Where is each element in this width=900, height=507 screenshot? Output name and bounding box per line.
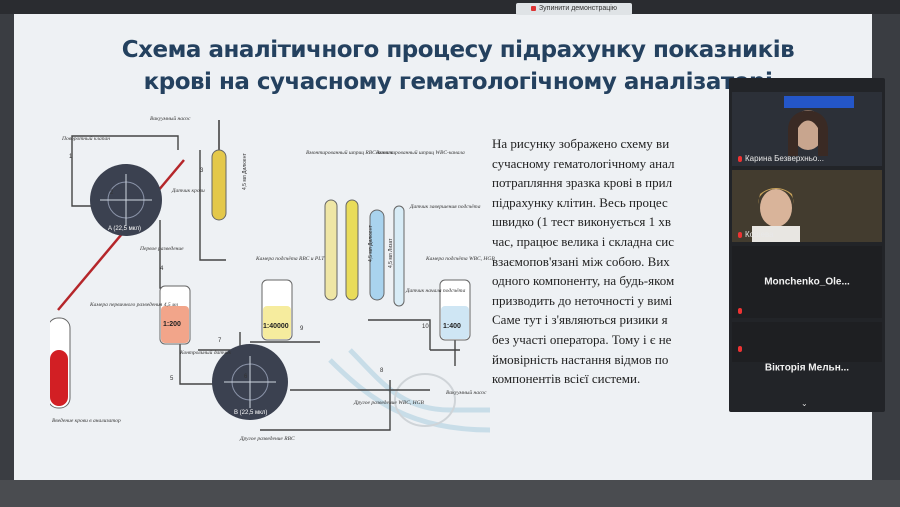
paragraph-line: одного компоненту, на будь-яком xyxy=(492,273,675,289)
label-n1: 1 xyxy=(69,154,73,160)
label-n3: 3 xyxy=(200,168,204,174)
stop-sharing-button[interactable]: Зупинити демонстрацію xyxy=(516,3,632,15)
label-wbc-dispenser: Вмонтированный шприц WBC-канала xyxy=(376,149,465,156)
label-rbc-dispenser: Вмонтированный шприц RBC-канала xyxy=(306,149,394,156)
label-valve-b: B (22,5 мкл) xyxy=(234,410,267,416)
label-ratio-1: 1:200 xyxy=(163,321,181,328)
slide-title-line2: крові на сучасному гематологічному аналі… xyxy=(143,69,773,95)
slide-title: Схема аналітичного процесу підрахунку по… xyxy=(78,34,838,98)
label-blood-input: Введение крови в анализатор xyxy=(52,417,121,424)
label-syringe-2: 4,5 мл Дилюент xyxy=(368,225,374,262)
monitor-bezel-bottom xyxy=(0,480,900,507)
stop-icon xyxy=(530,5,536,11)
label-n8: 8 xyxy=(380,368,384,374)
participant-mic xyxy=(738,344,745,353)
chevron-down-icon[interactable]: ⌄ xyxy=(801,399,808,408)
participant-tile[interactable]: Кошева xyxy=(732,170,882,242)
label-n6: 6 xyxy=(244,374,248,380)
monitor-bezel-top xyxy=(0,0,900,14)
label-ratio-2: 1:40000 xyxy=(263,323,289,330)
label-syringe-3: 4,5 мл Лизат xyxy=(388,238,394,268)
participant-tile[interactable]: Monchenko_Ole... xyxy=(732,246,882,318)
label-rbc-sensor: Датчик завершения подсчёта xyxy=(409,203,481,210)
label-control-sensor: Контрольный датчик xyxy=(179,349,232,356)
participant-name: Monchenko_Ole... xyxy=(764,276,850,288)
participant-name: Карина Безверхньо... xyxy=(738,154,824,163)
paragraph-line: Саме тут і з'являються ризики я xyxy=(492,312,668,328)
label-vacuum-pump: Вакуумный насос xyxy=(150,115,191,122)
participant-mic xyxy=(738,306,745,315)
paragraph-line: взаємопов'язані між собою. Вих xyxy=(492,253,670,269)
participant-tile[interactable]: Вікторія Мельн... xyxy=(732,344,882,394)
label-n10: 10 xyxy=(422,324,429,330)
participant-tile[interactable] xyxy=(732,322,882,362)
label-wbc-chamber: Камера подсчёта WBC, HGB xyxy=(425,255,495,262)
paragraph-line: підрахунку клітин. Весь процес xyxy=(492,194,668,210)
paragraph-line: компонентів всієї системи. xyxy=(492,371,641,387)
label-n5: 5 xyxy=(170,376,174,382)
label-rotary-valve: Поворотный клапан xyxy=(61,135,110,142)
participant-video xyxy=(732,170,882,242)
label-first-dilution: Первое разведение xyxy=(139,245,184,252)
label-n7: 7 xyxy=(218,338,222,344)
mic-muted-icon xyxy=(738,231,742,238)
mic-muted-icon xyxy=(738,345,742,352)
label-rbc-chamber: Камера подсчёта RBC и PLT xyxy=(255,255,325,262)
paragraph-line: На рисунку зображено схему ви xyxy=(492,136,670,151)
label-second-dilution-wbc: Другое разведение WBC, HGB xyxy=(353,399,425,406)
label-valve-a: A (22,5 мкл) xyxy=(108,226,141,232)
paragraph-line: потрапляння зразка крові в прил xyxy=(492,175,673,191)
hematology-analyzer-diagram: Вакуумный насос Поворотный клапан Датчик… xyxy=(50,115,495,442)
paragraph-line: час, працює велика і складна сис xyxy=(492,233,675,249)
slide-paragraph: На рисунку зображено схему ви сучасному … xyxy=(492,134,732,389)
paragraph-line: швидко (1 тест виконується 1 хв xyxy=(492,214,671,230)
paragraph-line: ймовірність настання відмов по xyxy=(492,351,669,367)
label-dilution-chamber: Камера первичного разведения 4,5 мл xyxy=(89,301,178,308)
label-second-dilution-rbc: Другое разведение RBC xyxy=(239,435,295,442)
participant-name: Вікторія Мельн... xyxy=(764,362,850,374)
participant-video xyxy=(732,92,882,166)
mic-muted-icon xyxy=(738,155,742,162)
participant-name: Кошева xyxy=(738,230,774,239)
mic-muted-icon xyxy=(738,307,742,314)
participant-tile[interactable]: Карина Безверхньо... xyxy=(732,92,882,166)
slide-title-line1: Схема аналітичного процесу підрахунку по… xyxy=(121,37,795,63)
label-count-sensor: Датчик начала подсчёта xyxy=(405,287,466,294)
participants-panel[interactable]: Карина Безверхньо... Кошева Monchenko_Ol… xyxy=(729,78,885,412)
stop-sharing-label: Зупинити демонстрацію xyxy=(538,5,618,12)
label-vacuum-pump-2: Вакуумный насос xyxy=(446,389,487,396)
paragraph-line: призводить до неточності у вимі xyxy=(492,292,673,308)
label-blood-sensor: Датчик крови xyxy=(171,188,205,194)
label-n9: 9 xyxy=(300,326,304,332)
label-n4: 4 xyxy=(160,266,164,272)
paragraph-line: сучасному гематологічному анал xyxy=(492,155,675,171)
label-syringe-1: 4,5 мл Дилюент xyxy=(242,153,248,190)
label-ratio-3: 1:400 xyxy=(443,323,461,330)
paragraph-line: без участі оператора. Тому і є не xyxy=(492,331,672,347)
label-n2: 2 xyxy=(110,190,114,196)
